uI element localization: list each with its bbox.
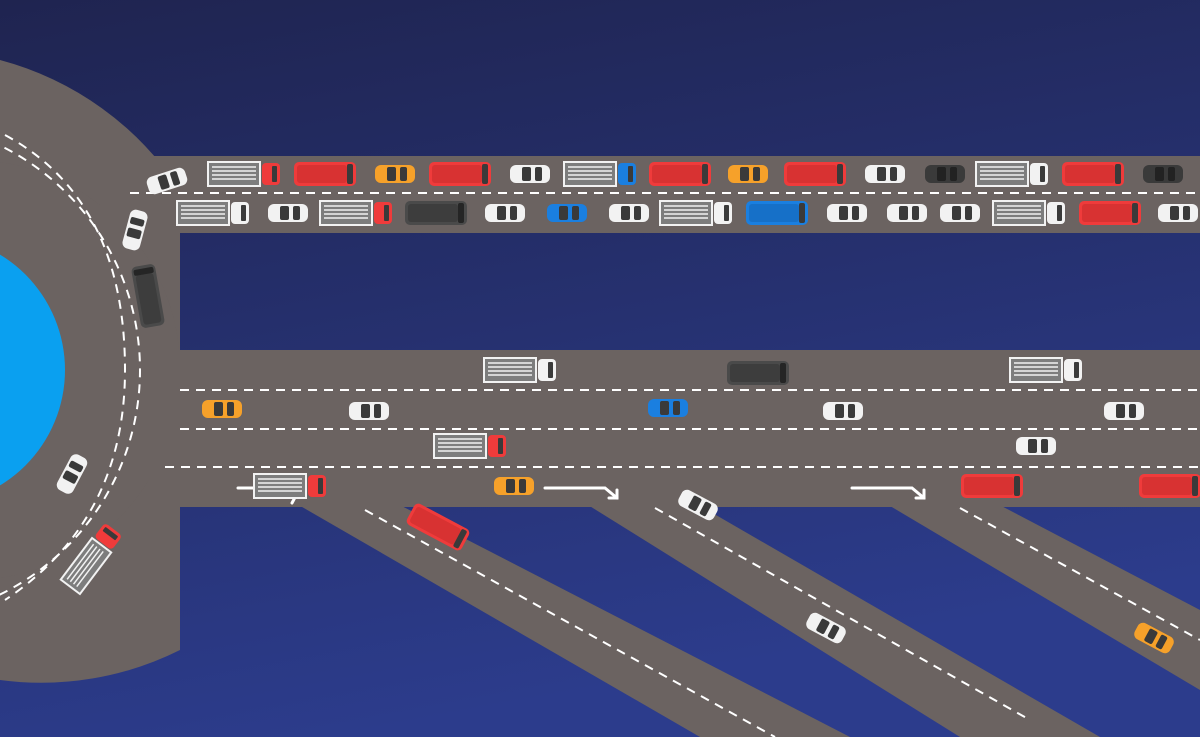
car-icon: [940, 204, 980, 222]
car-icon: [1016, 437, 1056, 455]
car-icon: [827, 204, 867, 222]
car-icon: [1104, 402, 1144, 420]
upper-lane-2-vehicles: [176, 200, 1198, 226]
car-icon: [375, 165, 415, 183]
truck-icon: [992, 200, 1066, 226]
lower-lane-markings: [165, 389, 1200, 468]
van-icon: [1139, 474, 1200, 498]
exit-ramps: [290, 500, 1200, 737]
truck-icon: [975, 161, 1049, 187]
car-icon: [349, 402, 389, 420]
car-icon: [609, 204, 649, 222]
van-icon: [1079, 201, 1141, 225]
van-icon: [649, 162, 711, 186]
car-icon: [823, 402, 863, 420]
truck-icon: [253, 473, 327, 499]
car-icon: [1143, 165, 1183, 183]
van-icon: [429, 162, 491, 186]
truck-icon: [1009, 357, 1083, 383]
truck-icon: [659, 200, 733, 226]
car-icon: [494, 477, 534, 495]
car-icon: [1158, 204, 1198, 222]
truck-icon: [207, 161, 281, 187]
roundabout-outer-fill: [0, 162, 180, 578]
car-icon: [648, 399, 688, 417]
van-icon: [961, 474, 1023, 498]
truck-icon: [176, 200, 250, 226]
van-icon: [784, 162, 846, 186]
car-icon: [925, 165, 965, 183]
ramp-lane-markings: [364, 507, 1200, 737]
car-icon: [865, 165, 905, 183]
car-icon: [547, 204, 587, 222]
water-center: [0, 254, 65, 486]
car-icon: [202, 400, 242, 418]
car-icon: [728, 165, 768, 183]
van-icon: [727, 361, 789, 385]
truck-icon: [483, 357, 557, 383]
van-icon: [405, 201, 467, 225]
car-icon: [268, 204, 308, 222]
car-icon: [510, 165, 550, 183]
van-icon: [294, 162, 356, 186]
truck-icon: [319, 200, 393, 226]
van-icon: [746, 201, 808, 225]
roundabout-lane-marking: [0, 144, 141, 596]
van-icon: [1062, 162, 1124, 186]
truck-icon: [563, 161, 637, 187]
car-icon: [887, 204, 927, 222]
roundabout-lane-marking-arc: [4, 134, 127, 601]
truck-icon: [433, 433, 507, 459]
car-icon: [485, 204, 525, 222]
